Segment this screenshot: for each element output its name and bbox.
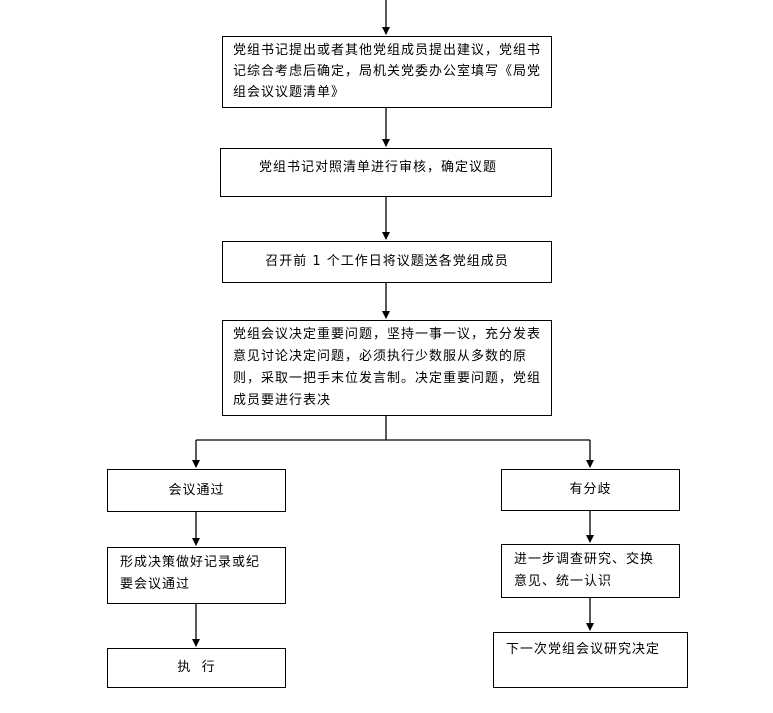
investigate-text: 进一步调查研究、交换意见、统一认识 [514,552,655,589]
next-meeting-text: 下一次党组会议研究决定 [506,642,661,657]
step3-box: 召开前 1 个工作日将议题送各党组成员 [222,241,552,283]
left-decision-box: 会议通过 [107,469,286,512]
step1-box: 党组书记提出或者其他党组成员提出建议，党组书记综合考虑后确定，局机关党委办公室填… [222,36,552,108]
step2-text: 党组书记对照清单进行审核，确定议题 [259,160,498,175]
execute-box: 执 行 [107,648,286,688]
record-box: 形成决策做好记录或纪要会议通过 [107,547,286,604]
step1-text: 党组书记提出或者其他党组成员提出建议，党组书记综合考虑后确定，局机关党委办公室填… [233,43,542,100]
right-decision-text: 有分歧 [569,482,612,497]
right-decision-box: 有分歧 [501,469,680,511]
step4-box: 党组会议决定重要问题，坚持一事一议，充分发表意见讨论决定问题，必须执行少数服从多… [222,320,552,416]
next-meeting-box: 下一次党组会议研究决定 [493,632,688,688]
step4-text: 党组会议决定重要问题，坚持一事一议，充分发表意见讨论决定问题，必须执行少数服从多… [233,327,542,408]
left-decision-text: 会议通过 [168,482,225,498]
investigate-box: 进一步调查研究、交换意见、统一认识 [501,544,680,598]
step2-box: 党组书记对照清单进行审核，确定议题 [220,148,552,197]
step3-text: 召开前 1 个工作日将议题送各党组成员 [265,254,509,269]
record-text: 形成决策做好记录或纪要会议通过 [120,555,261,592]
execute-text: 执 行 [177,660,216,675]
